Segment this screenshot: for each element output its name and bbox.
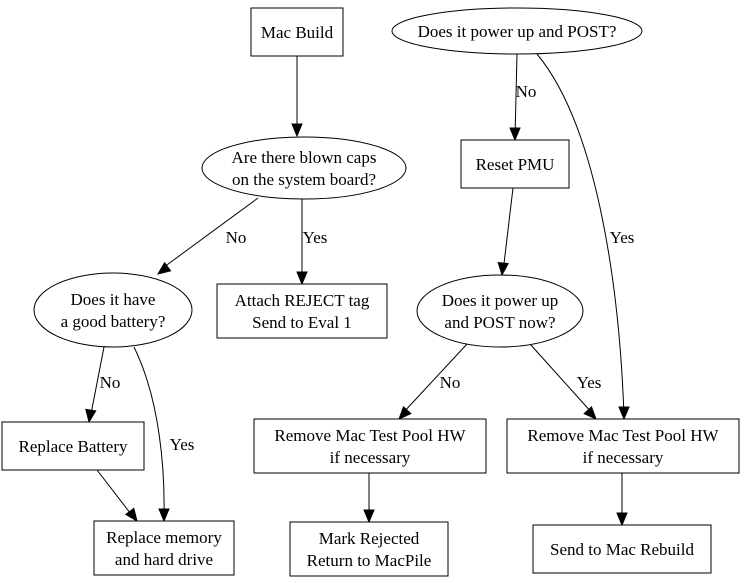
arrowhead-icon (509, 127, 521, 142)
arrowhead-icon (291, 123, 303, 138)
node-power-post-now: Does it power up and POST now? (416, 274, 584, 348)
edge-label-yes: Yes (170, 435, 195, 454)
node-label: Send to Eval 1 (252, 313, 352, 332)
node-label: and POST now? (444, 313, 555, 332)
edge-label-no: No (440, 373, 461, 392)
arrowhead-icon (124, 507, 138, 523)
edge-line (96, 469, 135, 519)
node-power-post: Does it power up and POST? (391, 7, 643, 55)
edge-line (133, 346, 165, 519)
node-label: Mark Rejected (319, 529, 420, 548)
edge-mac-build-to-blown-caps (291, 56, 303, 138)
edge-label-yes: Yes (577, 373, 602, 392)
node-label: Remove Mac Test Pool HW (274, 426, 466, 445)
node-label: Does it power up and POST? (418, 22, 617, 41)
node-remove-hw-right: Remove Mac Test Pool HW if necessary (506, 418, 740, 474)
edge-label-yes: Yes (610, 228, 635, 247)
edge-good-battery-to-replace-battery (85, 346, 105, 424)
node-label: Attach REJECT tag (235, 291, 370, 310)
process-box (93, 520, 235, 576)
node-remove-hw-left: Remove Mac Test Pool HW if necessary (253, 418, 487, 474)
node-good-battery: Does it have a good battery? (33, 272, 193, 348)
node-label: Does it have (71, 290, 156, 309)
node-send-rebuild: Send to Mac Rebuild (532, 524, 712, 574)
edge-reset-pmu-to-power-post-now (497, 187, 514, 277)
node-label: Does it power up (442, 291, 559, 310)
node-label: Reset PMU (476, 155, 555, 174)
arrowhead-icon (156, 261, 172, 275)
node-label: if necessary (330, 448, 411, 467)
process-box (1, 421, 145, 471)
edge-power-post-to-reset-pmu (509, 53, 521, 142)
arrowhead-icon (296, 271, 308, 286)
edge-blown-caps-to-good-battery (156, 197, 259, 275)
edge-power-post-now-to-remove-hw-right (529, 343, 597, 420)
arrowhead-icon (616, 512, 628, 527)
decision-ellipse (416, 274, 584, 348)
node-blown-caps: Are there blown caps on the system board? (201, 136, 407, 200)
edge-line (401, 343, 468, 415)
node-label: if necessary (583, 448, 664, 467)
edge-good-battery-to-replace-memory (133, 346, 170, 523)
edge-remove-hw-right-to-send-rebuild (616, 473, 628, 527)
process-box (250, 7, 344, 57)
node-label: Remove Mac Test Pool HW (527, 426, 719, 445)
node-reset-pmu: Reset PMU (460, 139, 570, 189)
edge-blown-caps-to-attach-reject (296, 199, 308, 286)
node-label: Send to Mac Rebuild (550, 540, 695, 559)
arrowhead-icon (85, 408, 97, 424)
arrowhead-icon (618, 406, 630, 421)
arrowhead-icon (398, 405, 412, 420)
process-box (289, 521, 449, 577)
process-box (216, 283, 388, 339)
edge-power-post-to-remove-hw-right (536, 53, 630, 421)
process-box (532, 524, 712, 574)
edge-line (529, 343, 594, 415)
decision-ellipse (33, 272, 193, 348)
decision-ellipse (201, 136, 407, 200)
edge-line (159, 197, 259, 271)
node-mac-build: Mac Build (250, 7, 344, 57)
node-replace-battery: Replace Battery (1, 421, 145, 471)
node-label: a good battery? (61, 312, 166, 331)
node-label: Replace Battery (18, 437, 128, 456)
edge-label-no: No (516, 82, 537, 101)
edge-line (89, 346, 105, 420)
edge-line (502, 187, 514, 273)
decision-ellipse (391, 7, 643, 55)
edge-label-no: No (226, 228, 247, 247)
edges-layer (85, 53, 630, 527)
edge-line (514, 53, 518, 139)
edge-line (536, 53, 625, 417)
process-box (460, 139, 570, 189)
arrowhead-icon (363, 509, 375, 524)
node-label: Are there blown caps (232, 148, 377, 167)
edge-power-post-now-to-remove-hw-left (398, 343, 468, 420)
node-replace-memory: Replace memory and hard drive (93, 520, 235, 576)
node-label: Replace memory (106, 528, 222, 547)
node-label: Return to MacPile (307, 551, 432, 570)
node-label: and hard drive (115, 550, 213, 569)
arrowhead-icon (583, 405, 597, 420)
edge-remove-hw-left-to-mark-rejected (363, 473, 375, 524)
node-label: on the system board? (232, 170, 376, 189)
edge-label-no: No (100, 373, 121, 392)
arrowhead-icon (497, 261, 509, 277)
edge-replace-battery-to-replace-memory (96, 469, 138, 523)
process-box (253, 418, 487, 474)
node-label: Mac Build (261, 23, 334, 42)
edge-label-yes: Yes (303, 228, 328, 247)
arrowhead-icon (158, 508, 170, 523)
process-box (506, 418, 740, 474)
